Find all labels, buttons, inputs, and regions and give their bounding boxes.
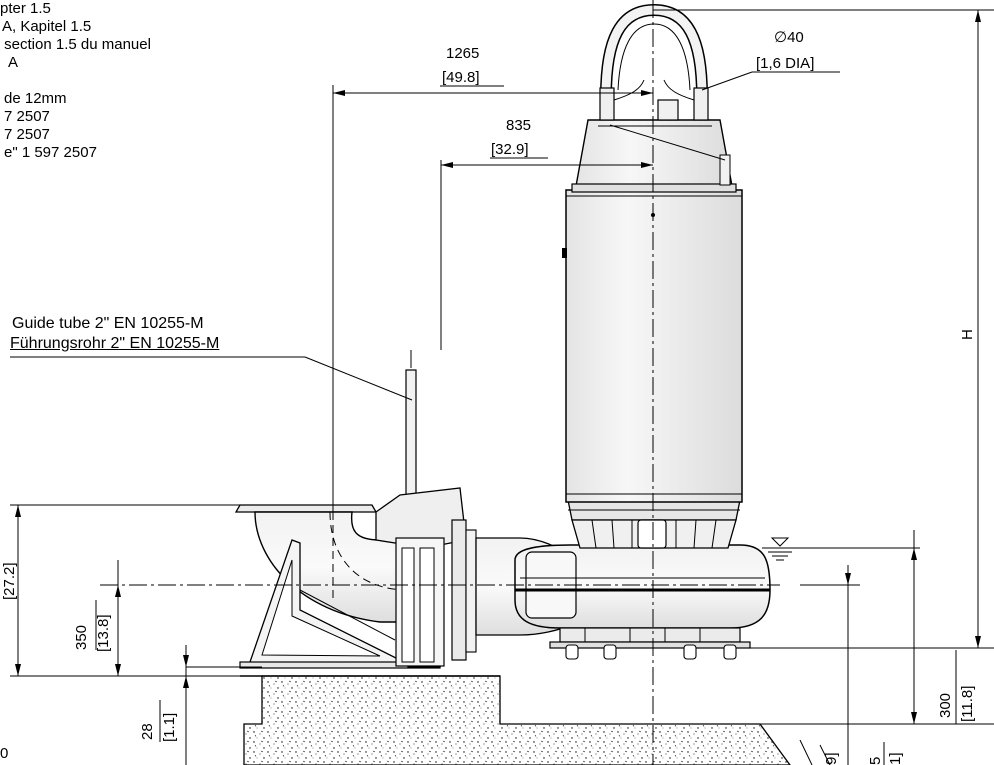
pump-volute <box>514 544 771 660</box>
dim-300-mm: 300 <box>937 693 954 718</box>
note-line: de 12mm <box>4 90 67 107</box>
dimension-27-2: [27.2] <box>1 504 262 677</box>
dimension-350: 350 [13.8] <box>73 560 121 676</box>
dim-27-2-in: [27.2] <box>1 562 18 600</box>
dimension-28: 28 [1.1] <box>139 645 262 765</box>
note-line: 7 2507 <box>4 108 50 125</box>
motor-housing <box>562 189 743 503</box>
note-line: e" 1 597 2507 <box>4 144 97 161</box>
dim-1265-in: [49.8] <box>442 69 480 86</box>
dim-dia-mm: ∅40 <box>774 29 804 46</box>
note-line <box>0 72 151 90</box>
notes-block: pter 1.5 A, Kapitel 1.5 section 1.5 du m… <box>0 0 151 162</box>
motor-lower-ring <box>567 499 741 549</box>
motor-top-cover <box>571 119 737 193</box>
note-line: A, Kapitel 1.5 <box>2 18 92 35</box>
dim-300-in: [11.8] <box>959 686 976 722</box>
note-line: pter 1.5 <box>0 0 51 17</box>
guide-tube-label-de: Führungsrohr 2" EN 10255-M <box>10 335 220 352</box>
dimension-right-fragments: 9] 5 1] <box>799 565 904 765</box>
dim-dia-in: [1,6 DIA] <box>756 55 814 72</box>
dim-frag-a: 9] <box>823 752 840 765</box>
dim-h-label: H <box>959 329 976 340</box>
dim-1265-mm: 1265 <box>446 45 479 62</box>
dimension-300: 300 [11.8] <box>911 530 976 724</box>
lifting-hoop <box>599 3 709 121</box>
dimension-1265: 1265 [49.8] <box>332 45 653 512</box>
dim-frag-c: 1] <box>887 752 904 765</box>
dimension-dia-40: ∅40 [1,6 DIA] <box>701 29 840 91</box>
dim-frag-b: 5 <box>867 757 884 765</box>
dimension-h: H <box>653 9 994 649</box>
dim-350-in: [13.8] <box>95 614 112 652</box>
note-line: 7 2507 <box>4 126 50 143</box>
dim-28-in: [1.1] <box>161 713 178 742</box>
concrete-foundation <box>243 675 994 765</box>
dim-28-mm: 28 <box>139 723 156 740</box>
guide-tube-leader <box>10 356 413 401</box>
guide-tube-label-en: Guide tube 2" EN 10255-M <box>12 315 204 332</box>
note-line: section 1.5 du manuel <box>0 36 151 53</box>
water-level-symbol <box>762 537 920 561</box>
dim-350-mm: 350 <box>73 625 90 650</box>
dimension-835: 835 [32.9] <box>440 117 653 350</box>
dim-835-in: [32.9] <box>491 141 529 158</box>
guide-bracket <box>375 487 477 668</box>
dim-835-mm: 835 <box>506 117 531 134</box>
note-line: A <box>8 54 19 71</box>
bottom-fragment-text: 0 <box>0 745 9 762</box>
